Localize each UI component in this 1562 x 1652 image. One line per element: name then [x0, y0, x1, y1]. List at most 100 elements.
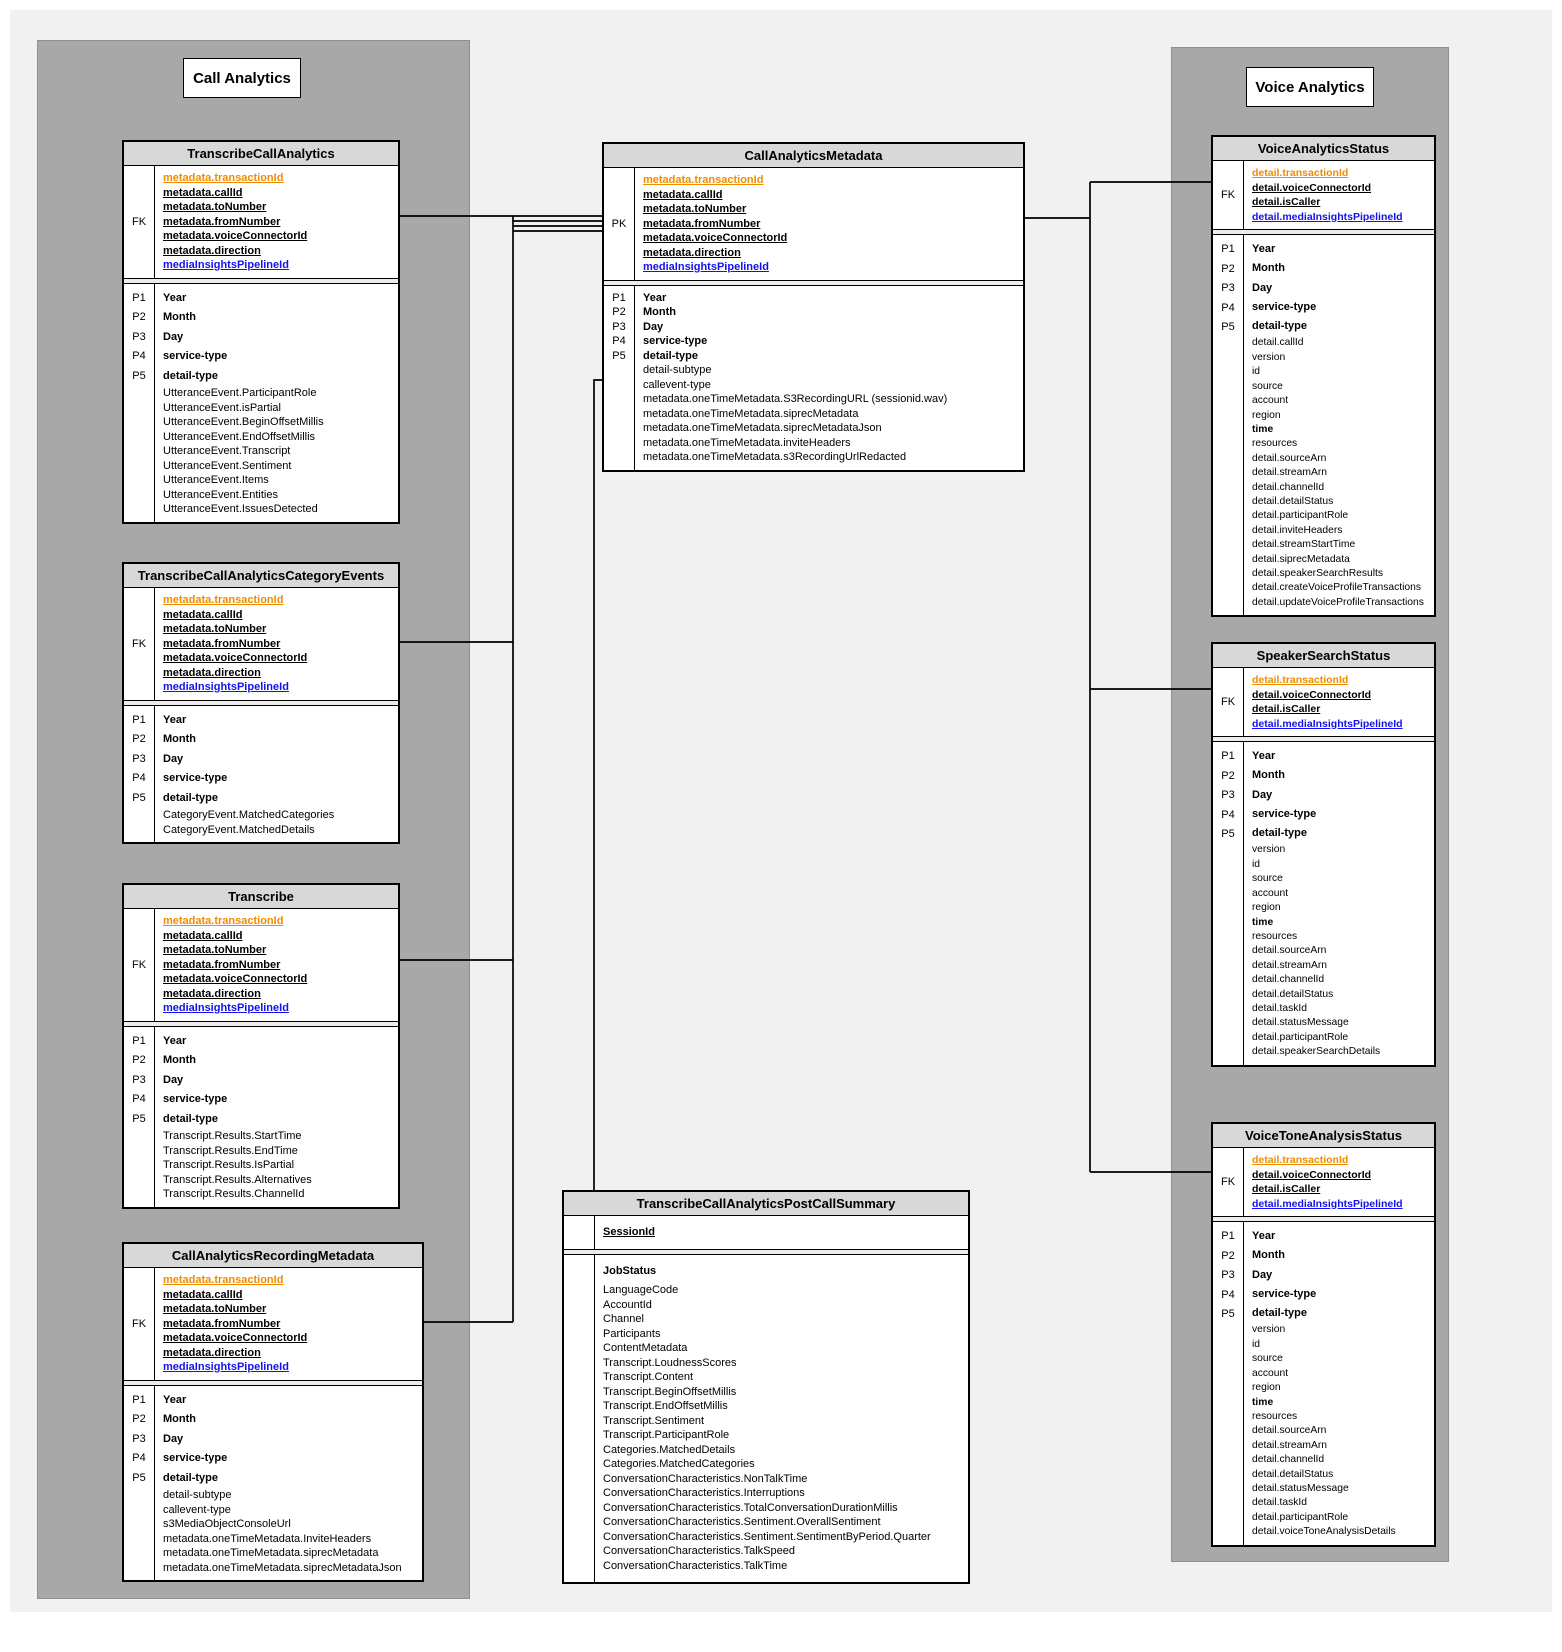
partition-value: Day — [1252, 1268, 1273, 1281]
key-attribute: mediaInsightsPipelineId — [163, 1002, 289, 1014]
attribute-row: version — [1252, 844, 1286, 856]
attribute-row: region — [1252, 1382, 1281, 1394]
attribute-row: ConversationCharacteristics.TalkSpeed — [603, 1545, 795, 1557]
partition-label: P3 — [132, 752, 146, 765]
attribute-row: Categories.MatchedDetails — [603, 1443, 736, 1456]
key-attribute: metadata.fromNumber — [163, 637, 281, 650]
key-attribute: detail.isCaller — [1252, 196, 1321, 208]
partition-label: P4 — [612, 335, 626, 347]
table-title: TranscribeCallAnalyticsPostCallSummary — [564, 1192, 968, 1216]
attribute-row: detail.participantRole — [1252, 1031, 1349, 1043]
partition-label: P3 — [132, 330, 146, 343]
table-title: VoiceAnalyticsStatus — [1213, 137, 1434, 161]
key-attribute: metadata.voiceConnectorId — [163, 652, 308, 664]
section-divider — [124, 1021, 398, 1027]
key-attribute: metadata.toNumber — [163, 1303, 267, 1315]
attribute-row: Transcript.Results.EndTime — [163, 1144, 298, 1157]
attribute-row: detail.channelId — [1252, 974, 1325, 986]
key-attribute: metadata.callId — [163, 929, 243, 942]
key-attribute: detail.mediaInsightsPipelineId — [1252, 1197, 1403, 1210]
partition-value: Month — [643, 306, 676, 318]
key-label-column: FK — [124, 588, 155, 700]
partition-value: detail-type — [163, 369, 219, 382]
key-rows: SessionId — [595, 1216, 968, 1249]
partition-value: Month — [1252, 1249, 1285, 1262]
attribute-row: UtteranceEvent.BeginOffsetMillis — [163, 416, 324, 428]
partition-label: P3 — [612, 320, 626, 333]
partition-value: service-type — [1252, 807, 1317, 820]
table-title: TranscribeCallAnalyticsCategoryEvents — [124, 564, 398, 588]
attribute-row: metadata.oneTimeMetadata.InviteHeaders — [163, 1532, 372, 1545]
attribute-row: detail.streamArn — [1252, 959, 1327, 971]
group-title-call-analytics: Call Analytics — [183, 58, 301, 98]
attribute-row: Transcript.EndOffsetMillis — [603, 1400, 728, 1412]
partition-value: Year — [163, 1393, 187, 1406]
attribute-row: id — [1252, 366, 1261, 378]
attribute-row: detail.inviteHeaders — [1252, 524, 1343, 536]
attribute-row: ConversationCharacteristics.NonTalkTime — [603, 1472, 808, 1485]
table-title: VoiceToneAnalysisStatus — [1213, 1124, 1434, 1148]
attribute-row: CategoryEvent.MatchedDetails — [163, 823, 315, 836]
attribute-row: callevent-type — [643, 378, 711, 391]
attribute-row: source — [1252, 380, 1283, 392]
partition-label: P1 — [132, 1393, 146, 1406]
attribute-row: detail.speakerSearchDetails — [1252, 1046, 1381, 1058]
attribute-row: detail.detailStatus — [1252, 495, 1334, 507]
key-attribute: metadata.direction — [643, 246, 741, 259]
partition-label: P3 — [1221, 1269, 1235, 1281]
section-divider — [1213, 1217, 1434, 1222]
partition-label: P3 — [132, 1073, 146, 1086]
attribute-row: detail.streamArn — [1252, 467, 1327, 479]
partition-value: Day — [163, 1073, 184, 1086]
partition-label: P4 — [132, 1093, 146, 1105]
key-attribute: metadata.transactionId — [163, 1274, 284, 1286]
key-attribute: metadata.toNumber — [163, 623, 267, 635]
attribute-row: JobStatus — [603, 1264, 657, 1277]
partition-value: Year — [163, 713, 187, 726]
key-label-column: FK — [124, 166, 155, 278]
partition-label: P2 — [132, 1413, 146, 1425]
key-label-column: FK — [1213, 1148, 1244, 1216]
attribute-row: UtteranceEvent.Sentiment — [163, 459, 292, 472]
attribute-row: region — [1252, 409, 1281, 421]
key-attribute: metadata.callId — [163, 608, 243, 621]
key-attribute: metadata.fromNumber — [163, 958, 281, 971]
key-label: PK — [611, 217, 627, 230]
section-divider — [1213, 737, 1434, 742]
partition-label: P2 — [1221, 769, 1235, 782]
attribute-row: detail.channelId — [1252, 1454, 1325, 1466]
key-attribute: metadata.callId — [163, 186, 243, 199]
attribute-row: metadata.oneTimeMetadata.siprecMetadataJ… — [643, 422, 882, 434]
group-title-label: Call Analytics — [193, 69, 291, 87]
key-attribute: metadata.voiceConnectorId — [643, 232, 788, 244]
attribute-row: s3MediaObjectConsoleUrl — [163, 1518, 291, 1530]
attribute-row: detail.streamStartTime — [1252, 539, 1356, 551]
key-attribute: metadata.fromNumber — [643, 217, 761, 230]
attribute-row: Transcript.BeginOffsetMillis — [603, 1385, 737, 1398]
partition-value: service-type — [643, 335, 708, 347]
partition-label: P1 — [612, 291, 626, 304]
key-attribute: metadata.direction — [163, 987, 261, 1000]
attribute-row: source — [1252, 873, 1283, 885]
attribute-row: Transcript.Results.IsPartial — [163, 1159, 295, 1171]
key-attribute: detail.transactionId — [1252, 1154, 1349, 1166]
partition-value: service-type — [163, 1093, 228, 1105]
attribute-row: UtteranceEvent.IssuesDetected — [163, 503, 318, 515]
key-attribute: SessionId — [603, 1226, 655, 1238]
attribute-row: Transcript.Content — [603, 1371, 694, 1383]
attribute-row: detail.streamArn — [1252, 1439, 1327, 1451]
